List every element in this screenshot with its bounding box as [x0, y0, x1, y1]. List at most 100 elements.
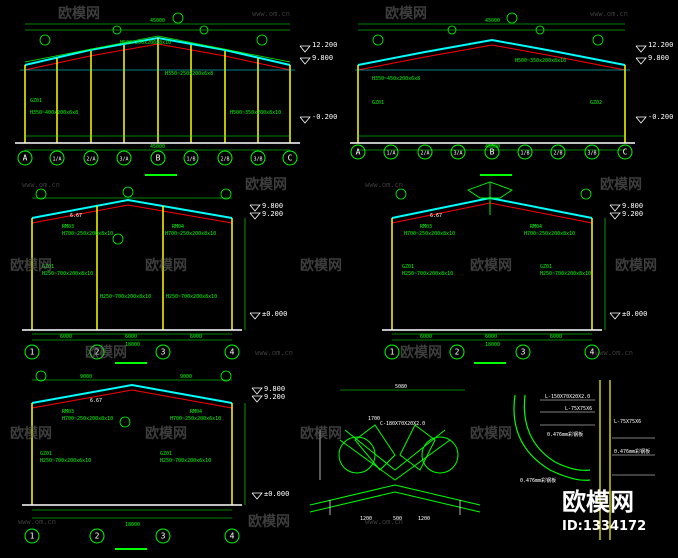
slope-label: 6.67: [70, 213, 82, 219]
axis-label: 2/B: [553, 151, 562, 157]
member-label: H350~400x200x6x8: [30, 110, 78, 116]
watermark: www.om.cn 欧模网 www.om.cn: [18, 513, 403, 530]
elev-top-label: 9.800: [264, 385, 285, 393]
axis-bubble: 2: [89, 344, 105, 360]
elev-eave-label: 9.200: [264, 393, 285, 401]
axis-bubble: A: [17, 150, 33, 166]
member-label: GZ01: [160, 451, 172, 457]
elev-ground-label: ±0.000: [622, 310, 647, 318]
axis-label: 4: [230, 348, 235, 357]
watermark: 欧模网 www.om.cn 欧模网 www.om.cn: [85, 344, 633, 361]
detail-label: C-180X70X20X2.0: [380, 421, 425, 427]
total-dim-label: 18000: [125, 342, 140, 348]
elev-eave-label: 9.200: [622, 210, 643, 218]
axis-bubble: 2/A: [417, 144, 433, 160]
axis-bubble: 1: [24, 344, 40, 360]
axis-label: 1/B: [186, 157, 195, 163]
axis-label: 4: [590, 348, 595, 357]
watermark: www.om.cn 欧模网 www.om.cn 欧模网: [22, 176, 642, 193]
detail-label: L-75X75X6: [565, 406, 592, 412]
total-dim-label: 18000: [485, 342, 500, 348]
axis-label: C: [623, 148, 628, 157]
svg-text:www.om.cn: www.om.cn: [595, 349, 633, 357]
axis-bubble: A: [350, 144, 366, 160]
member-label: GZ01: [30, 98, 42, 104]
axis-bubble: 2: [449, 344, 465, 360]
detail-label: L-75X75X6: [614, 419, 641, 425]
drawing-5: 9.800 9.200 ±0.000 9000 9000 18000 6.67 …: [22, 370, 289, 550]
member-label: H250~700x200x8x10: [166, 294, 217, 300]
member-label: H350~250x200x6x8: [165, 71, 213, 77]
axis-label: 1: [30, 532, 35, 541]
member-label: GZ01: [40, 451, 52, 457]
axis-bubble: 1: [384, 344, 400, 360]
axis-label: 2: [95, 532, 100, 541]
axis-label: 1: [390, 348, 395, 357]
member-label: H700~250x200x8x10: [62, 231, 113, 237]
member-label: H700~250x200x8x10: [524, 231, 575, 237]
axis-label: B: [156, 154, 161, 163]
axis-label: A: [356, 148, 361, 157]
axis-label: 1/B: [520, 151, 529, 157]
axis-bubble: 4: [584, 344, 600, 360]
member-label: H250~700x200x8x10: [42, 271, 93, 277]
member-label: RM03: [62, 224, 74, 230]
axis-label: 2/A: [420, 151, 429, 157]
axis-bubble: 2/B: [217, 150, 233, 166]
total-dim-label: 18000: [125, 522, 140, 528]
span-label: 6000: [485, 334, 497, 340]
axis-label: 3: [521, 348, 526, 357]
slope-label: 6.67: [430, 213, 442, 219]
elev-top-label: 9.800: [622, 202, 643, 210]
drawing-title-underline: [474, 362, 506, 364]
svg-text:www.om.cn: www.om.cn: [365, 518, 403, 526]
total-dim-label: 45000: [150, 18, 165, 24]
axis-bubble: 3/A: [116, 150, 132, 166]
axis-label: 2: [95, 348, 100, 357]
member-label: H250~700x200x6x10: [40, 458, 91, 464]
member-label: GZ01: [540, 264, 552, 270]
span-label: 9000: [80, 374, 92, 380]
member-label: H350~450x200x6x8: [372, 76, 420, 82]
axis-label: 2/B: [220, 157, 229, 163]
detail-dim-label: 1200: [360, 516, 372, 522]
drawing-1: 12.200 9.800 -0.200 45000 45000 H500~250…: [15, 12, 337, 176]
span-label: 9000: [180, 374, 192, 380]
svg-text:欧模网: 欧模网: [300, 425, 342, 442]
member-label: RM04: [530, 224, 542, 230]
svg-text:欧模网: 欧模网: [145, 257, 187, 274]
span-label: 6000: [125, 334, 137, 340]
detail-label: 0.476mm彩钢板: [614, 448, 650, 455]
axis-bubble: 3: [155, 528, 171, 544]
axis-bubble: 3/B: [250, 150, 266, 166]
member-label: H500~350x200x8x10: [230, 110, 281, 116]
elev-ground-label: ±0.000: [264, 490, 289, 498]
axis-label: 1/A: [386, 151, 395, 157]
axis-bubble: 1/B: [183, 150, 199, 166]
axis-bubble: B: [150, 150, 166, 166]
axis-label: 3/B: [253, 157, 262, 163]
axis-label: 2/A: [86, 157, 95, 163]
axis-label: 2: [455, 348, 460, 357]
axis-label: 1: [30, 348, 35, 357]
detail-dim-label: 1700: [368, 416, 380, 422]
member-label: H500~350x200x8x10: [515, 58, 566, 64]
span-label: 6000: [550, 334, 562, 340]
elev-ground-label: -0.200: [648, 113, 673, 121]
svg-text:欧模网: 欧模网: [85, 344, 127, 361]
member-label: RM04: [172, 224, 184, 230]
member-label: H700~250x200x6x10: [170, 416, 221, 422]
axis-bubble: B: [484, 144, 500, 160]
member-label: GZ01: [42, 264, 54, 270]
member-label: H700~250x200x8x10: [165, 231, 216, 237]
member-label: H250~700x200x8x10: [540, 271, 591, 277]
detail-dim-label: 1200: [418, 516, 430, 522]
axis-label: 3/A: [453, 151, 462, 157]
svg-text:欧模网: 欧模网: [145, 425, 187, 442]
axis-bubble: 1: [24, 528, 40, 544]
svg-text:欧模网: 欧模网: [600, 176, 642, 193]
member-label: H700~250x200x8x10: [62, 416, 113, 422]
drawing-title-underline: [145, 174, 177, 176]
svg-text:欧模网: 欧模网: [615, 257, 657, 274]
